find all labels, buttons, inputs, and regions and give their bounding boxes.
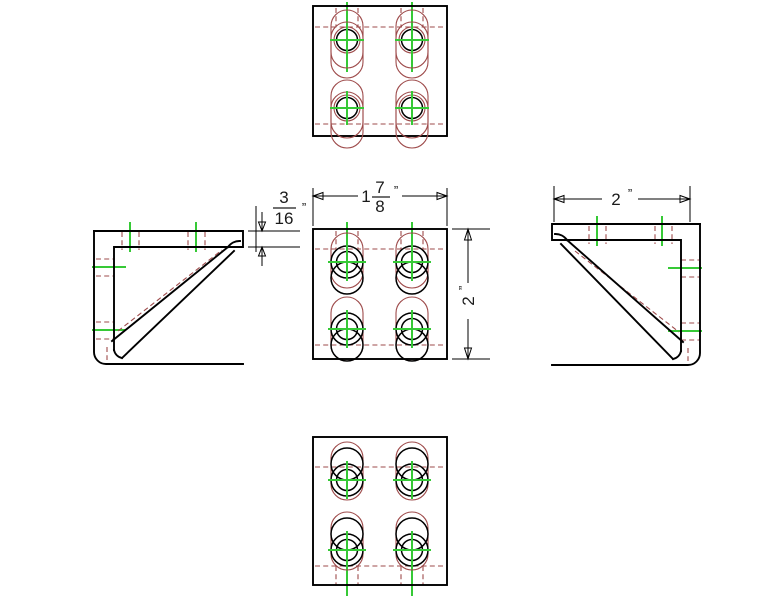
right-side-view [551,216,702,366]
height-dimension: 2 ” [452,227,490,361]
bottom-view-hidden-lines [315,466,446,585]
thickness-dimension: 3 16 ” [248,188,306,266]
top-view-holes [335,28,424,120]
thickness-dimension-numerator: 3 [279,188,288,207]
bottom-view-holes [330,447,429,567]
front-view-hidden-lines [315,231,446,346]
front-view-hole-center-marks [328,243,431,348]
thickness-dimension-denominator: 16 [275,209,294,228]
width-dimension-unit: ” [394,183,398,198]
right-view-centerlines [596,216,702,332]
depth-dimension-unit: ” [628,186,632,201]
left-view-hidden-lines [96,232,223,360]
top-view [312,2,448,149]
left-side-view [92,222,244,365]
bottom-view-centerlines [346,560,413,596]
bottom-view-hole-center-marks [328,461,431,569]
width-dimension-numerator: 7 [375,178,384,197]
width-dimension-whole: 1 [361,187,370,206]
front-view [312,222,448,362]
height-dimension-value: 2 [459,296,478,305]
top-view-hidden-lines [315,8,446,125]
bottom-view [312,436,448,596]
depth-dimension: 2 ” [552,186,692,222]
depth-dimension-value: 2 [611,190,620,209]
front-view-holes [330,245,429,362]
width-dimension-denominator: 8 [375,197,384,216]
width-dimension: 1 7 8 ” [311,178,449,226]
left-view-centerlines [92,222,197,331]
thickness-dimension-unit: ” [302,200,306,215]
top-view-hole-center-marks [330,23,429,125]
height-dimension-unit: ” [456,286,471,290]
front-view-centerlines [346,222,413,262]
